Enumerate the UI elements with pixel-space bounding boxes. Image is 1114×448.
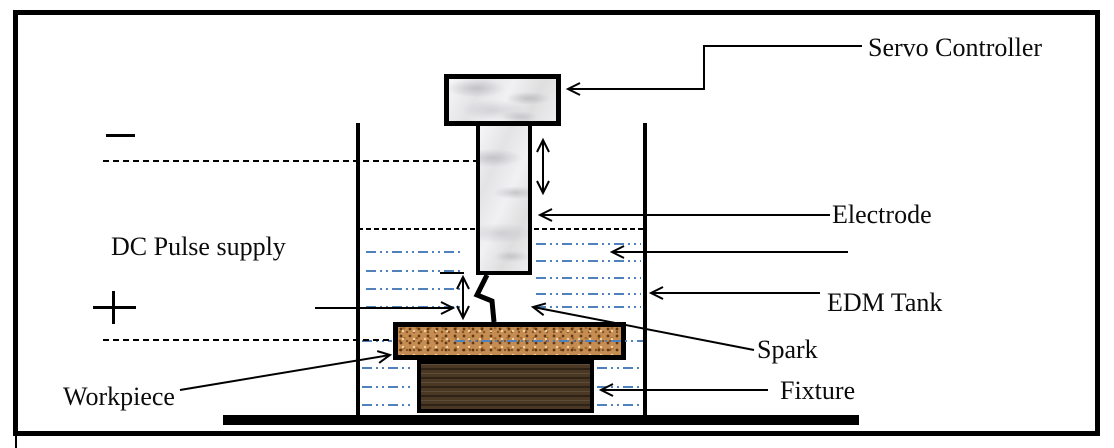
dielectric-fluid-line (536, 260, 641, 262)
diagram-border (13, 10, 1100, 436)
electrode-column (476, 126, 532, 275)
label-servo-controller: Servo Controller (868, 33, 1043, 62)
dielectric-fluid-line (597, 404, 642, 406)
dielectric-fluid-line (597, 367, 642, 369)
dielectric-fluid-line (455, 340, 643, 342)
servo-controller-box (444, 74, 561, 126)
dielectric-fluid-line (362, 340, 392, 342)
fixture-block (417, 360, 594, 413)
dielectric-fluid-line (536, 306, 641, 308)
plus-icon (112, 291, 115, 324)
label-fixture: Fixture (780, 376, 856, 405)
edm-tank-left-wall (356, 123, 360, 416)
label-workpiece: Workpiece (63, 382, 175, 411)
dielectric-fluid-line (597, 386, 642, 388)
dielectric-fluid-line (366, 306, 462, 308)
dielectric-fluid-line (362, 386, 414, 388)
minus-icon (106, 134, 135, 137)
dielectric-fluid-line (366, 288, 462, 290)
machine-base (223, 415, 859, 425)
dielectric-fluid-line (362, 367, 414, 369)
dielectric-fluid-line (536, 243, 641, 245)
border-tick-mark (15, 424, 17, 448)
dielectric-fluid-line (366, 251, 462, 253)
dielectric-fluid-line (366, 270, 462, 272)
dielectric-fluid-line (536, 277, 641, 279)
supply-negative-line (103, 160, 476, 162)
label-electrode: Electrode (832, 200, 932, 229)
label-spark: Spark (757, 335, 818, 364)
label-dc-pulse-supply: DC Pulse supply (111, 232, 286, 261)
dielectric-fluid-line (536, 293, 641, 295)
edm-tank-right-wall (643, 123, 647, 416)
supply-positive-line (103, 339, 393, 341)
label-edm-tank: EDM Tank (827, 288, 943, 317)
dielectric-fluid-line (362, 404, 414, 406)
dielectric-level-line (534, 228, 643, 230)
dielectric-level-line (358, 228, 476, 230)
